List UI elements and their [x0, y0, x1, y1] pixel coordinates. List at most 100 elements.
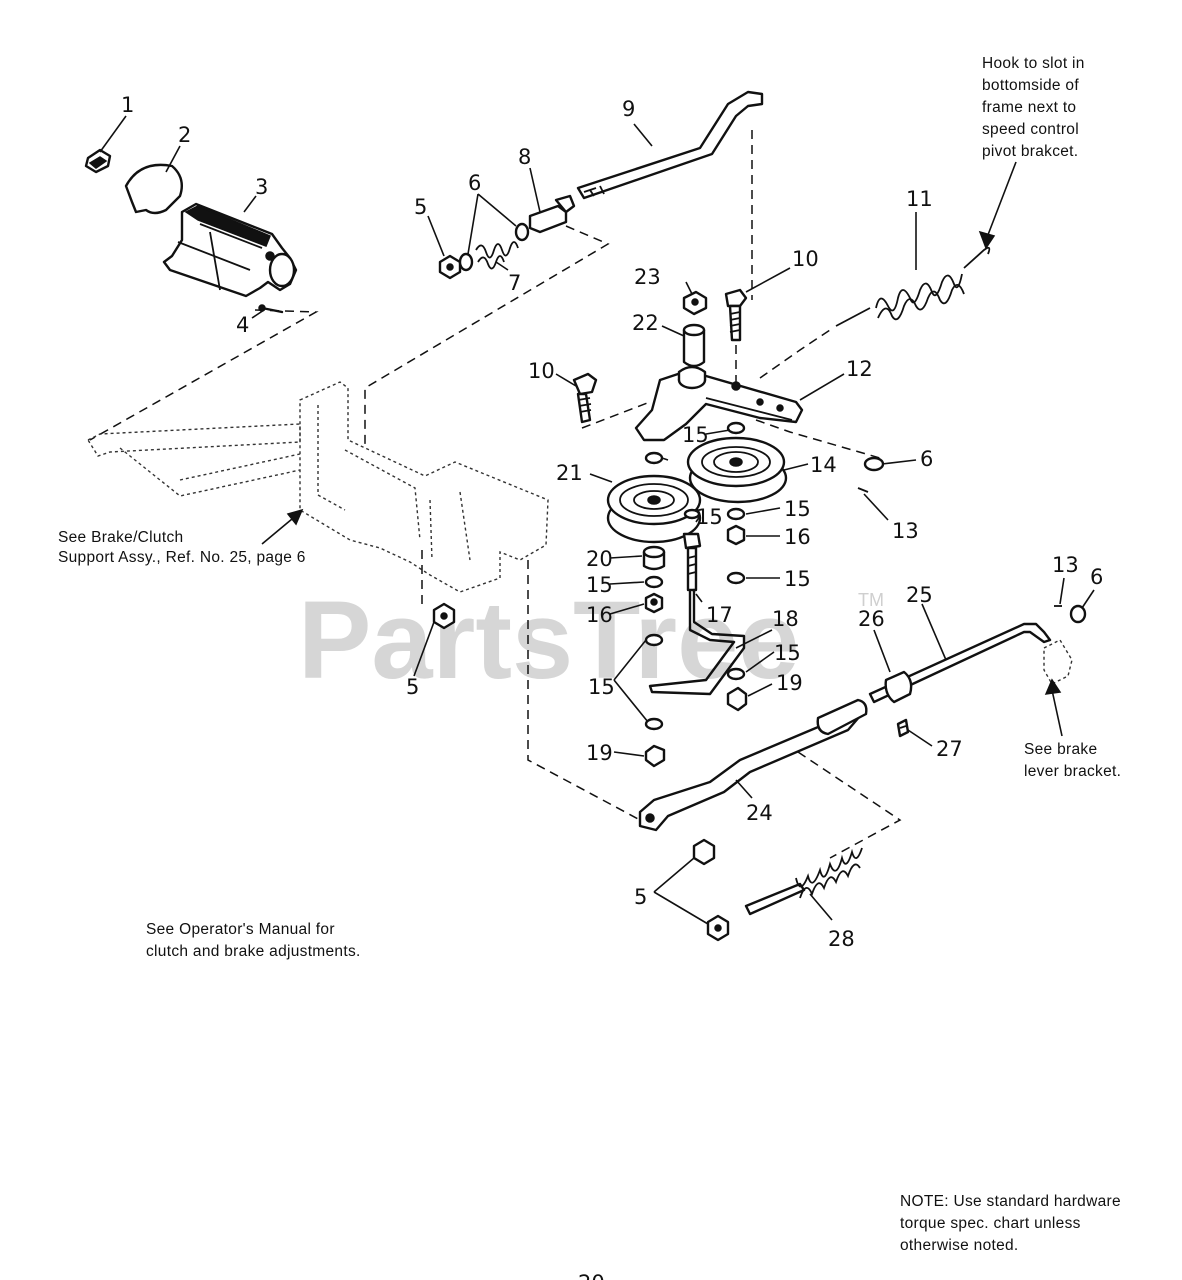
brake-lever-bracket-ghost — [1043, 639, 1073, 685]
callout-15-g: 15 — [588, 675, 615, 699]
part-10-bolt-right — [724, 288, 748, 342]
part-19-nut-2 — [726, 686, 748, 712]
callout-10-left: 10 — [528, 359, 555, 383]
callout-27: 27 — [936, 737, 963, 761]
page-number: 20 — [578, 1271, 605, 1280]
assembly-guide-lines — [89, 130, 902, 859]
part-15-washer-2 — [726, 421, 746, 435]
part-17-bolt — [682, 532, 702, 592]
callout-24: 24 — [746, 801, 773, 825]
part-6-washer-left — [458, 252, 474, 272]
part-5-nut-bottom-2 — [706, 914, 730, 942]
note-hook-line-2: bottomside of — [982, 77, 1079, 94]
part-20-spacer — [642, 545, 666, 571]
part-5-nut-bottom-1 — [692, 838, 716, 866]
callout-12: 12 — [846, 357, 873, 381]
part-6-washer-far-right — [1069, 604, 1087, 624]
note-hook: Hook to slot in bottomside of frame next… — [982, 55, 1085, 160]
callout-1: 1 — [121, 93, 134, 117]
note-brake-lever-line-2: lever bracket. — [1024, 763, 1121, 780]
callout-13-right: 13 — [1052, 553, 1079, 577]
callout-25: 25 — [906, 583, 933, 607]
part-1-screw — [84, 148, 112, 174]
part-15-washer-5 — [683, 508, 701, 520]
part-15-washer-4 — [726, 571, 746, 585]
callout-21: 21 — [556, 461, 583, 485]
callout-numbers: 1 2 3 4 5 6 7 8 9 10 10 11 12 23 22 15 1… — [121, 93, 1103, 951]
part-6-washer-right — [514, 222, 530, 242]
note-brake-clutch: See Brake/Clutch Support Assy., Ref. No.… — [58, 529, 306, 566]
note-brake-lever: See brake lever bracket. — [1024, 741, 1121, 780]
part-15-washer-9 — [726, 667, 746, 681]
part-14-pulley — [686, 436, 788, 504]
callout-15-f: 15 — [774, 641, 801, 665]
callout-5-top: 5 — [414, 195, 427, 219]
callout-7: 7 — [508, 271, 521, 295]
callout-28: 28 — [828, 927, 855, 951]
callout-8: 8 — [518, 145, 531, 169]
part-23-nut — [682, 290, 708, 316]
part-24-lever — [638, 698, 868, 832]
part-13-pin-mid — [857, 487, 869, 493]
part-9-rod — [576, 90, 764, 200]
note-brake-clutch-line-2: Support Assy., Ref. No. 25, page 6 — [58, 549, 306, 566]
note-hook-line-1: Hook to slot in — [982, 55, 1085, 72]
callout-16-left: 16 — [586, 603, 613, 627]
part-12-idler-bracket — [634, 365, 804, 442]
callout-22: 22 — [632, 311, 659, 335]
part-5-nut-top — [438, 254, 462, 280]
callout-6-mid: 6 — [920, 447, 933, 471]
part-2-cap — [124, 163, 183, 215]
note-torque-line-2: torque spec. chart unless — [900, 1215, 1081, 1232]
callout-16-right: 16 — [784, 525, 811, 549]
callout-14: 14 — [810, 453, 837, 477]
callout-13-mid: 13 — [892, 519, 919, 543]
callout-3: 3 — [255, 175, 268, 199]
part-10-bolt-left — [572, 372, 598, 424]
callout-11: 11 — [906, 187, 933, 211]
part-18-belt-guide — [648, 588, 746, 696]
note-hook-line-5: pivot brakcet. — [982, 143, 1078, 160]
part-7-spring — [475, 241, 519, 270]
part-28-spring-rod — [744, 847, 863, 916]
note-operator-line-1: See Operator's Manual for — [146, 921, 335, 938]
part-25-rod — [868, 622, 1052, 704]
note-hook-line-3: frame next to — [982, 99, 1076, 116]
part-15-washer-8 — [644, 717, 664, 731]
callout-6-right: 6 — [1090, 565, 1103, 589]
callout-15-c: 15 — [696, 505, 723, 529]
callout-4: 4 — [236, 313, 249, 337]
leader-lines — [99, 115, 1095, 925]
note-operator-line-2: clutch and brake adjustments. — [146, 943, 361, 960]
callout-18: 18 — [772, 607, 799, 631]
part-27-screw — [896, 718, 910, 738]
part-15-washer-1 — [644, 451, 664, 465]
callout-15-e: 15 — [586, 573, 613, 597]
note-torque: NOTE: Use standard hardware torque spec.… — [900, 1193, 1121, 1254]
part-5-nut-left — [432, 602, 456, 630]
note-torque-line-3: otherwise noted. — [900, 1237, 1019, 1254]
callout-2: 2 — [178, 123, 191, 147]
part-6-washer-mid — [863, 456, 885, 472]
part-26-bushing — [884, 670, 913, 704]
part-15-washer-6 — [644, 575, 664, 589]
part-22-spacer — [682, 323, 706, 368]
note-hook-line-4: speed control — [982, 121, 1079, 138]
part-15-washer-7 — [644, 633, 664, 647]
callout-23: 23 — [634, 265, 661, 289]
note-brake-lever-line-1: See brake — [1024, 741, 1097, 758]
part-19-nut-1 — [644, 744, 666, 768]
watermark-trademark: TM — [858, 590, 884, 610]
part-8-connector — [528, 194, 576, 234]
part-11-spring — [835, 246, 991, 327]
callout-9: 9 — [622, 97, 635, 121]
part-16-nut-1 — [726, 524, 746, 546]
callout-15-a: 15 — [682, 423, 709, 447]
note-torque-line-1: NOTE: Use standard hardware — [900, 1193, 1121, 1210]
callout-26: 26 — [858, 607, 885, 631]
brake-clutch-support-ghost — [86, 381, 549, 593]
callout-17: 17 — [706, 603, 733, 627]
callout-20: 20 — [586, 547, 613, 571]
part-21-pulley — [606, 474, 702, 544]
